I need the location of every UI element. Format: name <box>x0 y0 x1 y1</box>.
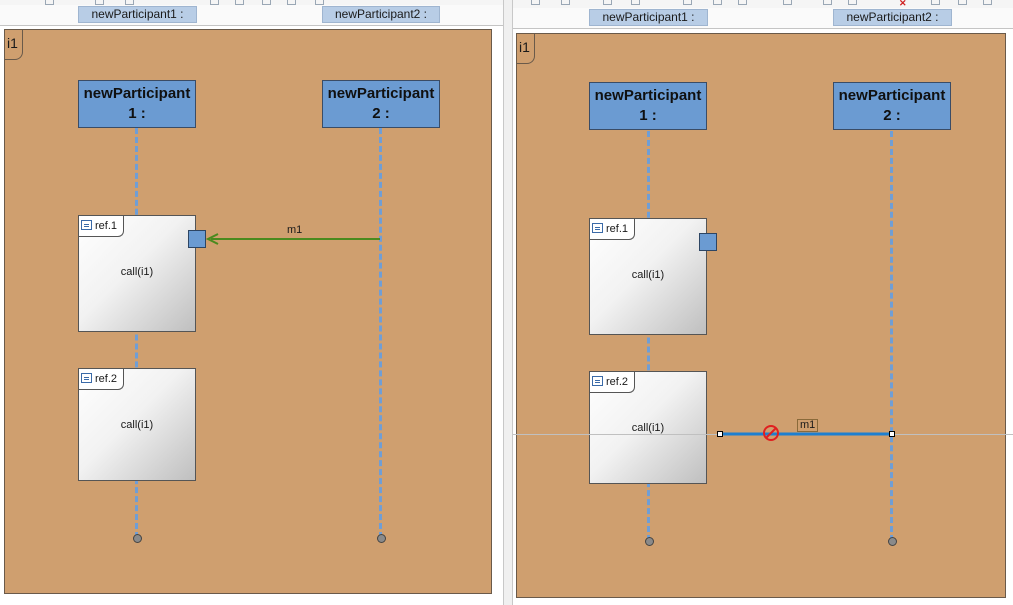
toolbar-icon[interactable] <box>603 0 612 5</box>
toolbar-icon[interactable] <box>287 0 296 5</box>
gate[interactable] <box>699 233 717 251</box>
ref-label: ref.2 <box>606 376 629 388</box>
message-arrowhead <box>205 233 219 245</box>
toolbar-icon[interactable] <box>262 0 271 5</box>
lifeline-header-row: newParticipant1 : newParticipant2 : <box>0 5 503 26</box>
toolbar-icon[interactable] <box>45 0 54 5</box>
right-editor-pane: ✕ newParticipant1 : newParticipant2 : i1… <box>513 0 1013 605</box>
message-label[interactable]: m1 <box>287 224 303 236</box>
participant-1[interactable]: newParticipant 1 : <box>589 82 707 130</box>
delete-icon[interactable]: ✕ <box>899 0 907 8</box>
left-editor-pane: newParticipant1 : newParticipant2 : i1 n… <box>0 0 503 605</box>
header-participant-1[interactable]: newParticipant1 : <box>589 9 708 26</box>
lifeline-2[interactable] <box>379 128 382 538</box>
selection-handle-source[interactable] <box>717 431 723 437</box>
participant-suffix: 1 : <box>128 105 146 122</box>
participant-suffix: 1 : <box>639 107 657 124</box>
toolbar-icon[interactable] <box>315 0 324 5</box>
lifeline-end-2[interactable] <box>377 534 386 543</box>
toolbar-icon[interactable] <box>95 0 104 5</box>
toolbar-icon[interactable] <box>783 0 792 5</box>
gate[interactable] <box>188 230 206 248</box>
participant-name: newParticipant <box>838 87 946 104</box>
toolbar-icon[interactable] <box>235 0 244 5</box>
toolbar-icon[interactable] <box>958 0 967 5</box>
ref-label: ref.1 <box>606 223 629 235</box>
ref-body-text: call(i1) <box>631 422 665 434</box>
ref-label-tab: ref.2 <box>79 369 125 390</box>
interaction-use-ref1[interactable]: ref.1 call(i1) <box>589 218 707 335</box>
interaction-use-ref1[interactable]: ref.1 call(i1) <box>78 215 196 332</box>
participant-name: newParticipant <box>327 85 435 102</box>
participant-suffix: 2 : <box>883 107 901 124</box>
message-layer <box>205 233 380 245</box>
ref-label-tab: ref.1 <box>590 219 636 240</box>
toolbar-icon[interactable] <box>631 0 640 5</box>
toolbar-icon[interactable] <box>738 0 747 5</box>
toolbar-icon[interactable] <box>848 0 857 5</box>
interaction-use-ref2[interactable]: ref.2 call(i1) <box>589 371 707 484</box>
participant-name: newParticipant <box>594 87 702 104</box>
pane-splitter[interactable] <box>503 0 513 605</box>
toolbar-icon[interactable] <box>931 0 940 5</box>
message-label[interactable]: m1 <box>797 419 819 432</box>
toolbar-icon[interactable] <box>713 0 722 5</box>
interaction-use-icon <box>592 376 603 386</box>
toolbar-icon[interactable] <box>983 0 992 5</box>
lifeline-end-2[interactable] <box>888 537 897 546</box>
interaction-use-icon <box>81 373 92 383</box>
participant-2[interactable]: newParticipant 2 : <box>833 82 951 130</box>
header-participant-1[interactable]: newParticipant1 : <box>78 6 197 23</box>
ref-label: ref.1 <box>95 220 118 232</box>
participant-suffix: 2 : <box>372 105 390 122</box>
ref-label: ref.2 <box>95 373 118 385</box>
toolbar-icon[interactable] <box>531 0 540 5</box>
lifeline-end-1[interactable] <box>133 534 142 543</box>
toolbar-icon[interactable] <box>683 0 692 5</box>
lifeline-header-row: newParticipant1 : newParticipant2 : <box>513 8 1013 29</box>
toolbar-icon[interactable] <box>210 0 219 5</box>
lifeline-1[interactable] <box>135 128 138 538</box>
ref-label-tab: ref.2 <box>590 372 636 393</box>
message-layer <box>720 425 892 441</box>
toolbar-icon[interactable] <box>823 0 832 5</box>
ref-body-text: call(i1) <box>120 266 154 278</box>
interaction-use-ref2[interactable]: ref.2 call(i1) <box>78 368 196 481</box>
frame-label: i1 <box>517 34 535 64</box>
toolbar-icon[interactable] <box>125 0 134 5</box>
interaction-use-icon <box>81 220 92 230</box>
header-participant-2[interactable]: newParticipant2 : <box>322 6 440 23</box>
frame-label: i1 <box>5 30 23 60</box>
selection-handle-target[interactable] <box>889 431 895 437</box>
interaction-use-icon <box>592 223 603 233</box>
lifeline-2[interactable] <box>890 131 893 541</box>
participant-2[interactable]: newParticipant 2 : <box>322 80 440 128</box>
no-entry-icon <box>763 425 779 441</box>
toolbar-icon[interactable] <box>561 0 570 5</box>
header-participant-2[interactable]: newParticipant2 : <box>833 9 952 26</box>
ref-body-text: call(i1) <box>631 269 665 281</box>
ref-body-text: call(i1) <box>120 419 154 431</box>
lifeline-1[interactable] <box>647 131 650 541</box>
lifeline-end-1[interactable] <box>645 537 654 546</box>
participant-name: newParticipant <box>83 85 191 102</box>
ref-label-tab: ref.1 <box>79 216 125 237</box>
participant-1[interactable]: newParticipant 1 : <box>78 80 196 128</box>
